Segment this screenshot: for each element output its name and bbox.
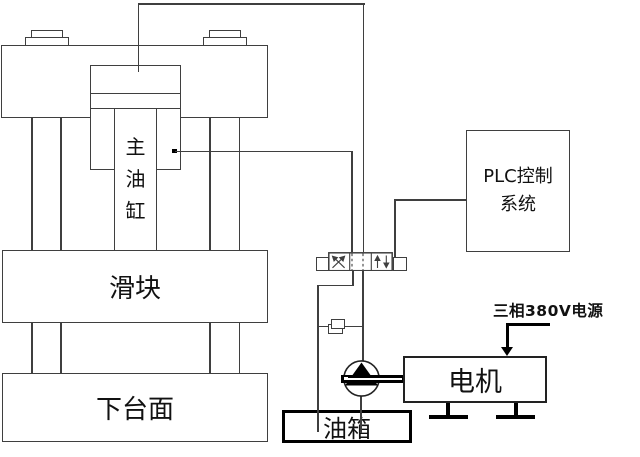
oil-tank-label: 油箱 — [323, 415, 371, 443]
cylinder-divider-line — [91, 92, 180, 94]
wire-plc-to-valve — [394, 199, 396, 258]
motor-stand-foot — [429, 414, 468, 419]
valve-left-solenoid — [316, 256, 329, 271]
down-arrow-icon — [500, 347, 513, 356]
main-cylinder-label: 主油缸 — [125, 135, 146, 223]
pump-motor-shaft-highlight — [346, 378, 402, 380]
press-column-line — [209, 118, 211, 250]
top-bolt-cap — [209, 30, 241, 38]
pipe-valve-port-b — [362, 3, 364, 252]
press-column-line — [238, 322, 240, 374]
motor-box: 电机 — [403, 356, 547, 403]
main-cylinder-piston: 主油缸 — [114, 107, 157, 251]
lower-table-label: 下台面 — [95, 395, 174, 425]
junction-dot — [172, 148, 177, 153]
press-column-line — [31, 322, 33, 374]
pipe-tank-return — [352, 270, 354, 286]
press-column-line — [60, 118, 62, 250]
pipe-cylinder-top-supply — [137, 3, 139, 72]
valve-right-solenoid — [392, 256, 407, 271]
pipe-valve-port-a — [351, 150, 353, 252]
pipe-valve-port-a — [175, 150, 352, 152]
filter-icon — [330, 319, 345, 329]
lower-table: 下台面 — [2, 373, 268, 442]
pipe-tank-return — [317, 284, 354, 286]
motor-stand-leg — [514, 403, 518, 416]
slider-block: 滑块 — [2, 250, 268, 323]
directional-valve-icon — [328, 251, 393, 271]
motor-stand-leg — [446, 403, 450, 416]
press-column-line — [209, 322, 211, 374]
press-column-line — [238, 118, 240, 250]
power-supply-label: 三相380V电源 — [493, 302, 604, 320]
power-supply-line — [506, 322, 550, 326]
pump-shaft-notch — [344, 376, 348, 380]
pipe-tank-return — [317, 284, 319, 432]
press-column-line — [31, 118, 33, 250]
power-supply-line — [505, 322, 509, 349]
pipe-pump-suction — [360, 394, 362, 433]
wire-plc-to-valve — [394, 199, 466, 201]
top-bolt-cap — [31, 30, 63, 38]
pipe-cylinder-top-supply — [137, 3, 365, 5]
press-column-line — [60, 322, 62, 374]
plc-label-line2: 系统 — [500, 194, 536, 215]
plc-control-box: PLC控制 系统 — [466, 130, 570, 252]
motor-label: 电机 — [448, 367, 502, 398]
motor-stand-foot — [496, 414, 535, 419]
slider-label: 滑块 — [108, 274, 161, 304]
oil-tank: 油箱 — [282, 410, 412, 443]
plc-label-line1: PLC控制 — [483, 166, 553, 188]
pipe-pump-pressure — [362, 270, 364, 362]
